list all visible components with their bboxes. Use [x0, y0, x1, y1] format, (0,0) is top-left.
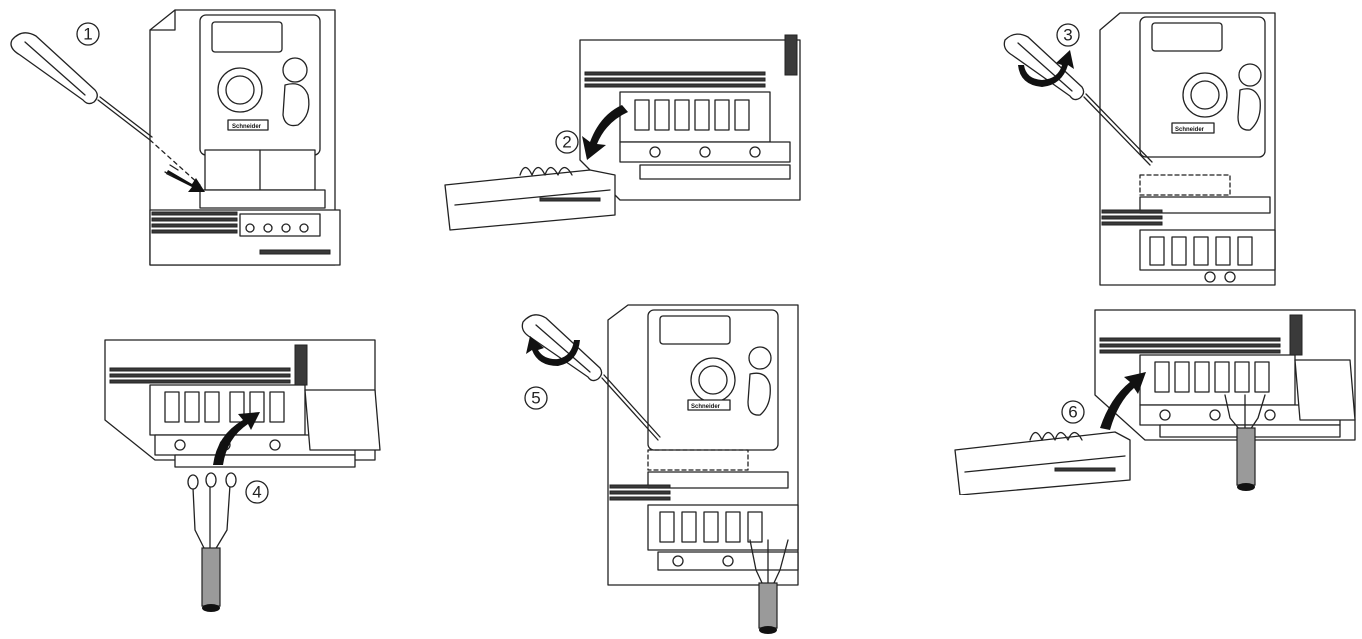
- cooling-fins: [1099, 337, 1281, 354]
- terminal-cover: [444, 166, 616, 231]
- step-2-label: 2: [555, 130, 579, 154]
- push-arrow-icon: [166, 170, 205, 192]
- terminal-cover: [954, 431, 1131, 495]
- cooling-fins: [609, 484, 671, 501]
- screwdriver-icon: [521, 314, 661, 441]
- drive-unit: [104, 339, 381, 468]
- refit-arrow-icon: [1100, 372, 1146, 430]
- rotate-arrow-icon: [1018, 50, 1074, 87]
- cable: [749, 539, 789, 634]
- drive-unit: Schneider: [1099, 12, 1276, 286]
- step-5-label: 5: [524, 386, 548, 410]
- svg-text:5: 5: [531, 389, 540, 408]
- panel-step-2: 2: [440, 30, 830, 240]
- drive-unit: Schneider: [607, 304, 799, 586]
- cooling-fins: [151, 211, 238, 234]
- svg-text:4: 4: [252, 483, 261, 502]
- panel-step-3: Schneider: [1000, 5, 1290, 290]
- cooling-fins: [1101, 209, 1163, 226]
- step-3-label: 3: [1056, 23, 1080, 47]
- panel-step-6: 6: [950, 300, 1360, 495]
- rotate-arrow-icon: [526, 336, 580, 366]
- svg-text:6: 6: [1068, 403, 1077, 422]
- drive-unit: [1094, 309, 1356, 441]
- step-4-label: 4: [245, 480, 269, 504]
- insert-arrow-icon: [213, 412, 260, 465]
- drive-unit: Schneider: [149, 9, 341, 266]
- svg-text:2: 2: [562, 133, 571, 152]
- screwdriver-icon: [1003, 33, 1153, 166]
- curved-arrow-icon: [582, 105, 628, 160]
- step-1-label: 1: [76, 22, 100, 46]
- brand-logo: Schneider: [1175, 127, 1205, 133]
- brand-logo: Schneider: [691, 404, 721, 410]
- panel-step-5: Schneider: [518, 300, 803, 635]
- step-6-label: 6: [1061, 400, 1085, 424]
- svg-text:3: 3: [1063, 26, 1072, 45]
- brand-logo: Schneider: [232, 124, 262, 130]
- cooling-fins: [584, 71, 766, 88]
- cable: [187, 472, 237, 612]
- cooling-fins: [109, 367, 291, 384]
- screwdriver-icon: [10, 32, 201, 186]
- svg-text:1: 1: [83, 25, 92, 44]
- panel-step-1: Schneider: [0, 0, 360, 280]
- panel-step-4: 4: [95, 330, 395, 615]
- drive-unit: [579, 34, 801, 201]
- cable: [1224, 394, 1266, 491]
